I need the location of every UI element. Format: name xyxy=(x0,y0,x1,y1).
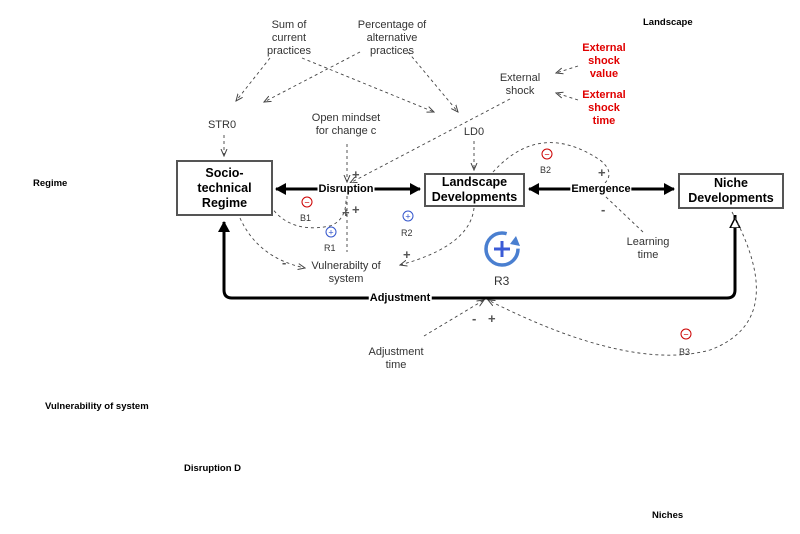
link-regime-to-vuln xyxy=(239,217,305,268)
landscape-developments-box[interactable]: Landscape Developments xyxy=(424,173,525,207)
polarity-plus: + xyxy=(342,205,350,220)
loop-b2-icon: − xyxy=(541,148,553,160)
link-shockvalue xyxy=(556,65,579,73)
polarity-minus: - xyxy=(282,255,287,270)
link-sum-to-ld0 xyxy=(301,57,434,112)
loop-r2-icon: + xyxy=(402,210,414,222)
link-b1-loop xyxy=(261,189,347,229)
regime-box-label: Socio- technical Regime xyxy=(197,165,252,210)
emergence-label: Emergence xyxy=(570,183,632,195)
svg-text:−: − xyxy=(544,150,549,160)
polarity-plus: + xyxy=(352,167,360,182)
external-shock: External shock xyxy=(499,72,541,97)
link-b2-loop xyxy=(492,142,610,184)
external-shock-value: External shock value xyxy=(582,42,626,80)
loop-b3-icon: − xyxy=(680,328,692,340)
loop-r3-icon xyxy=(484,231,520,267)
section-vulnerability: Vulnerability of system xyxy=(45,401,149,412)
causal-links xyxy=(224,51,757,356)
landscape-box-label: Landscape Developments xyxy=(431,175,518,204)
loop-r2-label: R2 xyxy=(401,228,413,238)
svg-text:+: + xyxy=(328,228,333,238)
str0: STR0 xyxy=(207,119,237,131)
link-landscape-to-vuln xyxy=(400,207,475,265)
polarity-minus: - xyxy=(601,202,606,217)
sum-current-practices: Sum of current practices xyxy=(266,19,312,57)
polarity-minus: - xyxy=(472,311,477,326)
loop-b1-label: B1 xyxy=(300,213,312,223)
external-shock-time: External shock time xyxy=(582,89,626,127)
ld0: LD0 xyxy=(463,126,485,138)
niche-box-label: Niche Developments xyxy=(688,176,774,205)
polarity-plus: + xyxy=(352,202,360,217)
link-pct-to-ld0 xyxy=(407,51,458,112)
section-landscape: Landscape xyxy=(643,17,693,28)
polarity-plus: + xyxy=(598,165,606,180)
polarity-plus: + xyxy=(403,247,411,262)
loop-b2-label: B2 xyxy=(540,165,552,175)
socio-technical-regime-box[interactable]: Socio- technical Regime xyxy=(176,160,273,216)
loop-b1-icon: − xyxy=(301,196,313,208)
svg-text:+: + xyxy=(405,212,410,222)
adjustment-time: Adjustment time xyxy=(368,346,424,371)
polarity-plus: + xyxy=(488,311,496,326)
link-pct-to-str0 xyxy=(264,51,361,102)
link-shock-to-disruption xyxy=(350,98,511,183)
link-b3-loop xyxy=(488,211,757,356)
adjustment-label: Adjustment xyxy=(368,292,432,304)
link-sum-to-str0 xyxy=(236,57,271,101)
learning-time: Learning time xyxy=(626,236,670,261)
section-disruption: Disruption D xyxy=(184,463,241,474)
loop-b3-label: B3 xyxy=(679,347,691,357)
vulnerability-of-system: Vulnerabilty of system xyxy=(311,260,381,285)
svg-text:−: − xyxy=(304,198,309,208)
loop-r1-label: R1 xyxy=(324,243,336,253)
svg-text:−: − xyxy=(683,330,688,340)
disruption-label: Disruption xyxy=(317,183,375,195)
percentage-alternative-practices: Percentage of alternative practices xyxy=(357,19,427,57)
section-regime: Regime xyxy=(33,178,68,189)
link-learning-to-emergence xyxy=(604,195,644,233)
niche-developments-box[interactable]: Niche Developments xyxy=(678,173,784,209)
adjustment-flow xyxy=(218,215,737,300)
loop-r3-label: R3 xyxy=(494,274,510,288)
section-niches: Niches xyxy=(652,510,684,521)
open-mindset-for-change: Open mindset for change c xyxy=(311,112,381,137)
link-shocktime xyxy=(556,93,579,101)
loop-r1-icon: + xyxy=(325,226,337,238)
